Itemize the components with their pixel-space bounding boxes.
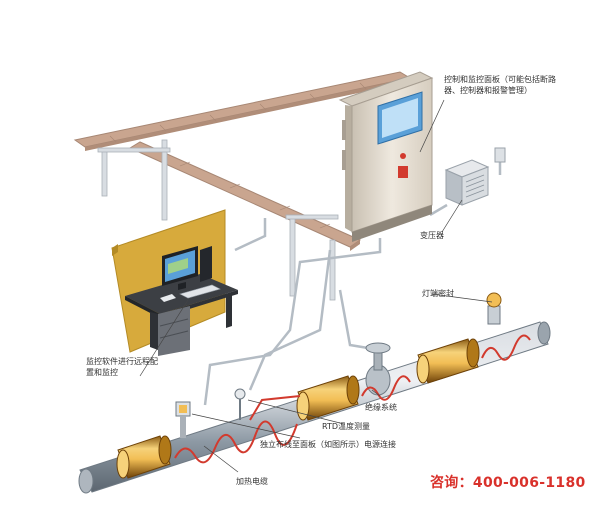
label-heating-cable: 加热电缆 bbox=[236, 477, 268, 486]
monitoring-workstation bbox=[111, 209, 238, 356]
rtd-sensor bbox=[234, 388, 246, 420]
junction-box bbox=[175, 401, 191, 438]
cable-tray bbox=[73, 71, 412, 251]
label-software: 监控软件进行远程配置和监控 bbox=[86, 357, 158, 377]
valve-handwheel bbox=[365, 342, 391, 354]
keyboard bbox=[179, 284, 221, 299]
label-control-panel: 控制和监控面板（可能包括断路器、控制器和报警管理） bbox=[444, 75, 556, 95]
transformer bbox=[444, 147, 506, 206]
label-junction: 独立布线至面板（如图所示）电源连接 bbox=[260, 440, 396, 449]
tray-supports bbox=[97, 139, 339, 301]
label-transformer: 变压器 bbox=[420, 231, 444, 240]
end-seal bbox=[486, 292, 502, 325]
label-insulation: 绝缘系统 bbox=[365, 403, 397, 412]
control-panel-cabinet bbox=[338, 71, 434, 242]
contact-phone: 咨询：400-006-1180 bbox=[430, 475, 586, 491]
callout-lines bbox=[139, 99, 493, 473]
cabinet-switch bbox=[398, 166, 408, 178]
drawer-cabinet bbox=[158, 306, 190, 356]
label-end-seal: 灯端密封 bbox=[422, 289, 454, 298]
label-rtd: RTD温度测量 bbox=[322, 422, 371, 431]
insulation-sections bbox=[116, 338, 480, 479]
valve bbox=[365, 342, 391, 396]
heating-cable bbox=[174, 334, 531, 464]
paper-document bbox=[160, 294, 176, 302]
cabinet-indicator-light bbox=[400, 153, 406, 159]
conduit-lines bbox=[203, 152, 502, 406]
wall-outlet bbox=[494, 147, 506, 163]
computer-tower bbox=[200, 246, 212, 282]
